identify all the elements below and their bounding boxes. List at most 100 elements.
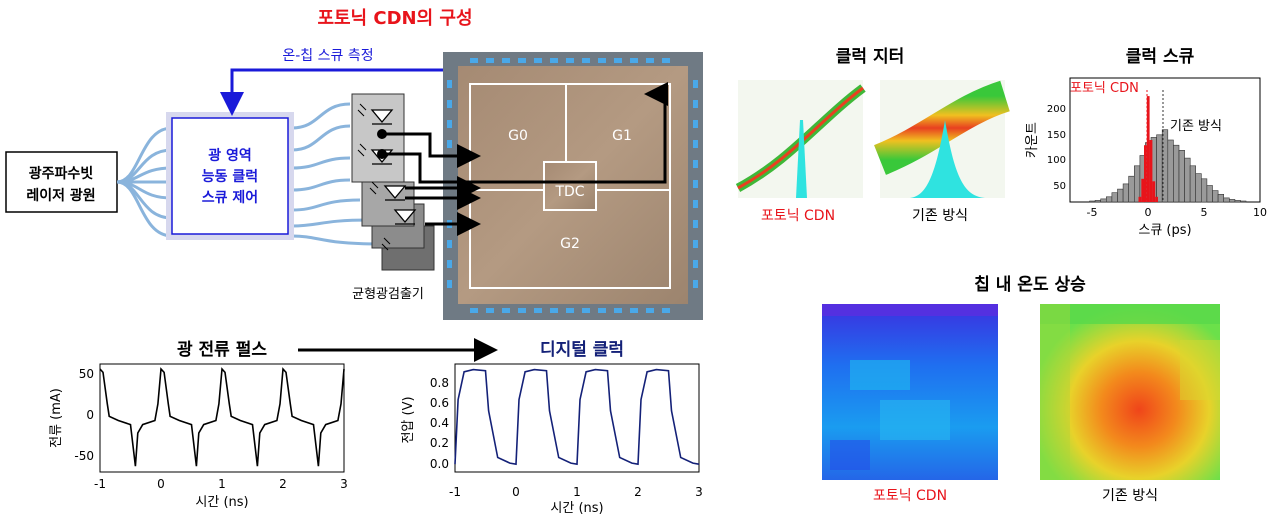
current-xtick: 2 (279, 477, 287, 491)
clock-routing (377, 82, 668, 236)
skew-conventional-label: 기존 방식 (1170, 119, 1222, 134)
skew-bar-conventional (1229, 199, 1236, 203)
current-xtick: -1 (94, 477, 106, 491)
current-xtick: 0 (157, 477, 165, 491)
detector-label: 균형광검출기 (352, 287, 424, 302)
jitter-photonic-label: 포토닉 CDN (761, 208, 835, 224)
skew-control-line1: 광 영역 (208, 147, 252, 164)
skew-bar-photonic (1138, 196, 1142, 202)
skew-ytick: 50 (1053, 181, 1066, 192)
thermal-map-conventional (1040, 304, 1220, 480)
skew-ytick: 150 (1047, 130, 1066, 141)
skew-ytick: 100 (1047, 155, 1066, 166)
current-ytick: -50 (74, 449, 94, 463)
photocurrent-title: 광 전류 펄스 (177, 340, 267, 360)
voltage-plot: 0.8 0.6 0.4 0.2 0.0 -1 0 1 2 3 시간 (ns) 전… (401, 363, 703, 516)
skew-title: 클럭 스큐 (1126, 47, 1195, 67)
skew-bar-conventional (1201, 178, 1208, 203)
skew-bar-conventional (1100, 198, 1107, 203)
skew-bar-conventional (1106, 196, 1113, 203)
skew-bar-conventional (1206, 185, 1213, 203)
skew-bars (1089, 96, 1247, 203)
skew-bar-conventional (1117, 188, 1124, 203)
skew-bar-conventional (1122, 183, 1129, 203)
voltage-xticks: -1 0 1 2 3 (449, 485, 703, 499)
thermal-map-photonic (822, 304, 998, 480)
current-xlabel: 시간 (ns) (195, 495, 248, 510)
chip-block-tdc (543, 161, 597, 211)
laser-label-line2: 레이저 광원 (26, 187, 95, 204)
chip-g0-label: G0 (508, 128, 528, 144)
skew-xtick: 10 (1253, 206, 1267, 219)
laser-source-box: 광주파수빗 레이저 광원 (5, 151, 118, 213)
skew-bar-conventional (1156, 134, 1163, 203)
current-ytick: 0 (86, 408, 94, 422)
skew-bar-photonic (1146, 96, 1150, 202)
skew-control-box: 광 영역 능동 클럭 스큐 제어 (166, 112, 294, 240)
current-xticks: -1 0 1 2 3 (94, 477, 348, 491)
jitter-title: 클럭 지터 (836, 47, 904, 67)
current-ylabel: 전류 (mA) (49, 388, 64, 448)
onchip-skew-label: 온-칩 스큐 측정 (282, 48, 373, 64)
skew-control-line2: 능동 클럭 (202, 169, 258, 185)
optical-waveguides (116, 102, 381, 246)
voltage-ytick: 0.4 (430, 416, 449, 430)
skew-bar-photonic (1152, 181, 1156, 202)
skew-bar-conventional (1173, 144, 1180, 203)
chip-die: G0 G1 G2 TDC (443, 52, 703, 320)
chip-g1-label: G1 (612, 128, 632, 144)
skew-bar-conventional (1240, 200, 1247, 203)
voltage-xtick: 0 (512, 485, 520, 499)
digital-clock-title: 디지털 클럭 (540, 340, 624, 360)
voltage-ytick: 0.0 (430, 457, 449, 471)
skew-yticks: 200 150 100 50 (1047, 104, 1066, 192)
skew-bar-conventional (1128, 175, 1135, 203)
skew-photonic-label: 포토닉 CDN (1070, 81, 1139, 96)
current-ytick: 50 (79, 367, 94, 381)
skew-control-line3: 스큐 제어 (202, 189, 258, 206)
skew-bar-conventional (1195, 173, 1202, 203)
jitter-conventional-label: 기존 방식 (912, 208, 968, 224)
skew-bar-conventional (1111, 192, 1118, 203)
current-xtick: 1 (218, 477, 226, 491)
voltage-xtick: 3 (695, 485, 703, 499)
skew-bar-conventional (1094, 200, 1101, 203)
skew-bar-photonic (1144, 145, 1147, 202)
chip-g2-label: G2 (560, 236, 580, 252)
voltage-series-line (454, 368, 700, 466)
thermal-photonic-label: 포토닉 CDN (873, 488, 947, 504)
voltage-xlabel: 시간 (ns) (550, 501, 603, 516)
skew-bar-photonic (1149, 140, 1153, 202)
laser-label-line1: 광주파수빗 (29, 165, 94, 182)
voltage-ytick: 0.6 (430, 396, 449, 410)
voltage-ytick: 0.2 (430, 436, 449, 450)
current-yticks: 50 0 -50 (74, 367, 94, 463)
skew-bar-conventional (1184, 157, 1191, 203)
skew-bar-conventional (1217, 194, 1224, 203)
light-arrow-icon (357, 103, 391, 251)
skew-ylabel: 카운트 (1025, 122, 1040, 158)
skew-bar-conventional (1212, 190, 1219, 203)
thermal-title: 칩 내 온도 상승 (974, 274, 1086, 295)
skew-ytick: 200 (1047, 104, 1066, 115)
thermal-conventional-label: 기존 방식 (1102, 488, 1158, 504)
voltage-xtick: 1 (573, 485, 581, 499)
jitter-conventional-eye (873, 80, 1011, 198)
skew-xlabel: 스큐 (ps) (1138, 223, 1191, 238)
skew-histogram: 포토닉 CDN 기존 방식 200 150 100 50 -5 0 5 10 스… (1025, 77, 1267, 238)
current-series-line (99, 367, 345, 467)
skew-bar-conventional (1178, 150, 1185, 203)
jitter-photonic-eye (735, 80, 866, 198)
current-xtick: 3 (340, 477, 348, 491)
voltage-ylabel: 전압 (V) (401, 396, 416, 443)
skew-xtick: 0 (1145, 206, 1152, 219)
skew-bar-conventional (1167, 139, 1174, 203)
skew-bar-conventional (1234, 200, 1241, 203)
current-plot: 50 0 -50 -1 0 1 2 3 시간 (ns) 전류 (mA) (49, 363, 348, 510)
skew-bar-conventional (1223, 197, 1230, 203)
voltage-xtick: 2 (634, 485, 642, 499)
skew-xtick: -5 (1087, 206, 1098, 219)
skew-bar-conventional (1089, 200, 1096, 203)
skew-bar-conventional (1134, 165, 1141, 203)
